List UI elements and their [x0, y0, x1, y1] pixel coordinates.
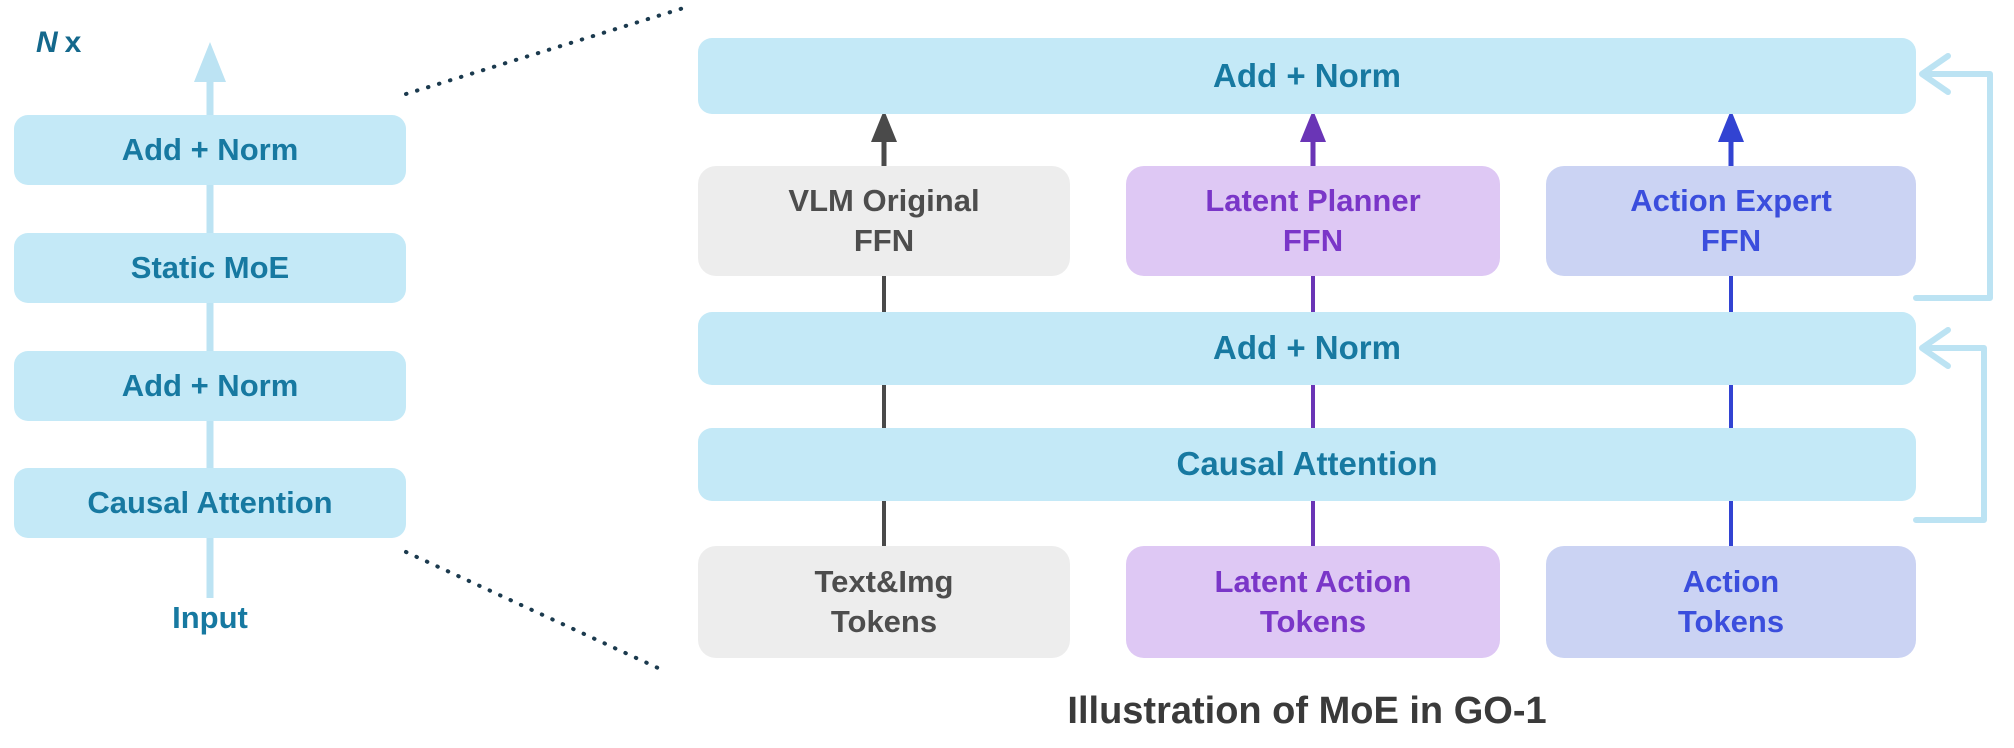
input-label: Input [172, 600, 248, 635]
ffn-label-line2: FFN [1282, 223, 1344, 258]
latent-planner-column-connectors [1300, 110, 1326, 546]
causal-attention-label: Causal Attention [1176, 445, 1438, 483]
vlm-column-connectors [871, 110, 897, 546]
residual-connection-ffn [1913, 53, 1993, 301]
token-label-line2: Tokens [1259, 604, 1367, 639]
latent-planner-ffn-arrow [1300, 110, 1326, 142]
mid-add-norm-bar: Add + Norm [698, 312, 1916, 385]
token-label-line2: Tokens [830, 604, 938, 639]
top-add-norm-label: Add + Norm [1213, 56, 1401, 94]
causal-attention-bar: Causal Attention [698, 428, 1916, 501]
residual-connection-attention [1913, 327, 1987, 523]
token-label-line1: Latent Action [1214, 564, 1412, 600]
ffn-label-line1: Action Expert [1630, 183, 1832, 219]
zoom-guide-line-bottom [404, 550, 660, 670]
left-block-label: Static MoE [130, 250, 290, 286]
ffn-label-line1: VLM Original [788, 183, 980, 219]
ffn-label-line1: Latent Planner [1205, 183, 1421, 219]
repeat-suffix: x [64, 26, 82, 59]
left-block-label: Causal Attention [87, 485, 333, 521]
text-img-tokens-block: Text&Img Tokens [698, 546, 1070, 658]
action-expert-column-connectors [1718, 110, 1744, 546]
vlm-original-ffn-block: VLM Original FFN [698, 166, 1070, 276]
token-label-line1: Action [1682, 564, 1780, 600]
latent-action-tokens-block: Latent Action Tokens [1126, 546, 1500, 658]
left-block-label: Add + Norm [121, 368, 299, 404]
left-block-label: Add + Norm [121, 132, 299, 168]
left-block-add-norm-top: Add + Norm [14, 115, 406, 185]
vlm-ffn-arrow [871, 110, 897, 142]
ffn-label-line2: FFN [853, 223, 915, 258]
action-tokens-block: Action Tokens [1546, 546, 1916, 658]
action-expert-ffn-arrow [1718, 110, 1744, 142]
left-block-add-norm-bottom: Add + Norm [14, 351, 406, 421]
latent-planner-ffn-block: Latent Planner FFN [1126, 166, 1500, 276]
token-label-line1: Text&Img [814, 564, 954, 600]
left-block-causal-attention: Causal Attention [14, 468, 406, 538]
zoom-guide-line-top [404, 4, 692, 96]
repeat-variable: N [36, 26, 58, 59]
left-block-static-moe: Static MoE [14, 233, 406, 303]
top-add-norm-bar: Add + Norm [698, 38, 1916, 114]
ffn-label-line2: FFN [1700, 223, 1762, 258]
figure-caption: Illustration of MoE in GO-1 [1067, 690, 1547, 732]
token-label-line2: Tokens [1677, 604, 1785, 639]
mid-add-norm-label: Add + Norm [1213, 329, 1401, 367]
action-expert-ffn-block: Action Expert FFN [1546, 166, 1916, 276]
